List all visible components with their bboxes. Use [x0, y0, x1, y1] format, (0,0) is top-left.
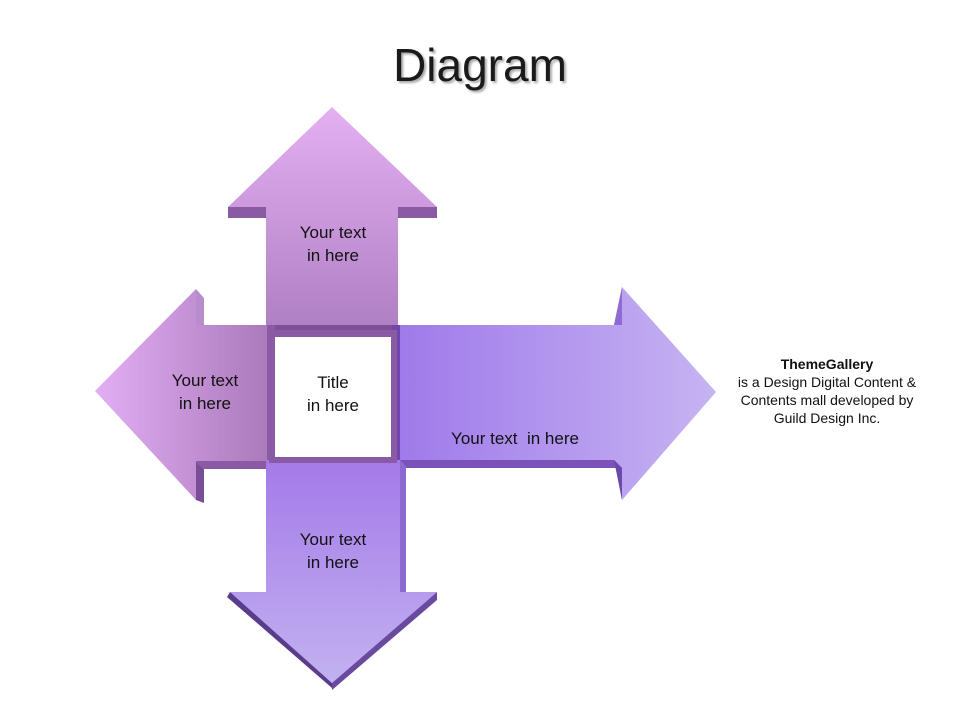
center-label: Title in here: [275, 371, 391, 417]
right-arrow-label: Your text in here: [405, 381, 625, 473]
up-arrow-label-line2: in here: [307, 246, 359, 265]
theme-info-line1: is a Design Digital Content &: [737, 374, 917, 390]
theme-info-line3: Guild Design Inc.: [773, 410, 881, 426]
up-arrow-label: Your text in here: [266, 221, 400, 267]
down-arrow-label-line2: in here: [307, 553, 359, 572]
slide-title: Diagram: [393, 39, 567, 91]
theme-brand: ThemeGallery: [780, 356, 874, 372]
center-box: [269, 330, 397, 463]
left-arrow-label: Your text in here: [150, 369, 260, 415]
left-arrow-label-line1: Your text: [171, 371, 239, 390]
down-arrow: [227, 460, 437, 690]
up-arrow-label-line1: Your text: [299, 223, 367, 242]
left-arrow-label-line2: in here: [179, 394, 231, 413]
down-arrow-label: Your text in here: [266, 528, 400, 574]
center-label-line1: Title: [317, 373, 349, 392]
down-arrow-label-line1: Your text: [299, 530, 367, 549]
theme-info: ThemeGallery is a Design Digital Content…: [716, 355, 938, 427]
center-label-line2: in here: [307, 396, 359, 415]
right-arrow-label-line1: Your text in here: [451, 429, 579, 448]
up-arrow: [228, 107, 437, 336]
theme-info-line2: Contents mall developed by: [740, 392, 914, 408]
